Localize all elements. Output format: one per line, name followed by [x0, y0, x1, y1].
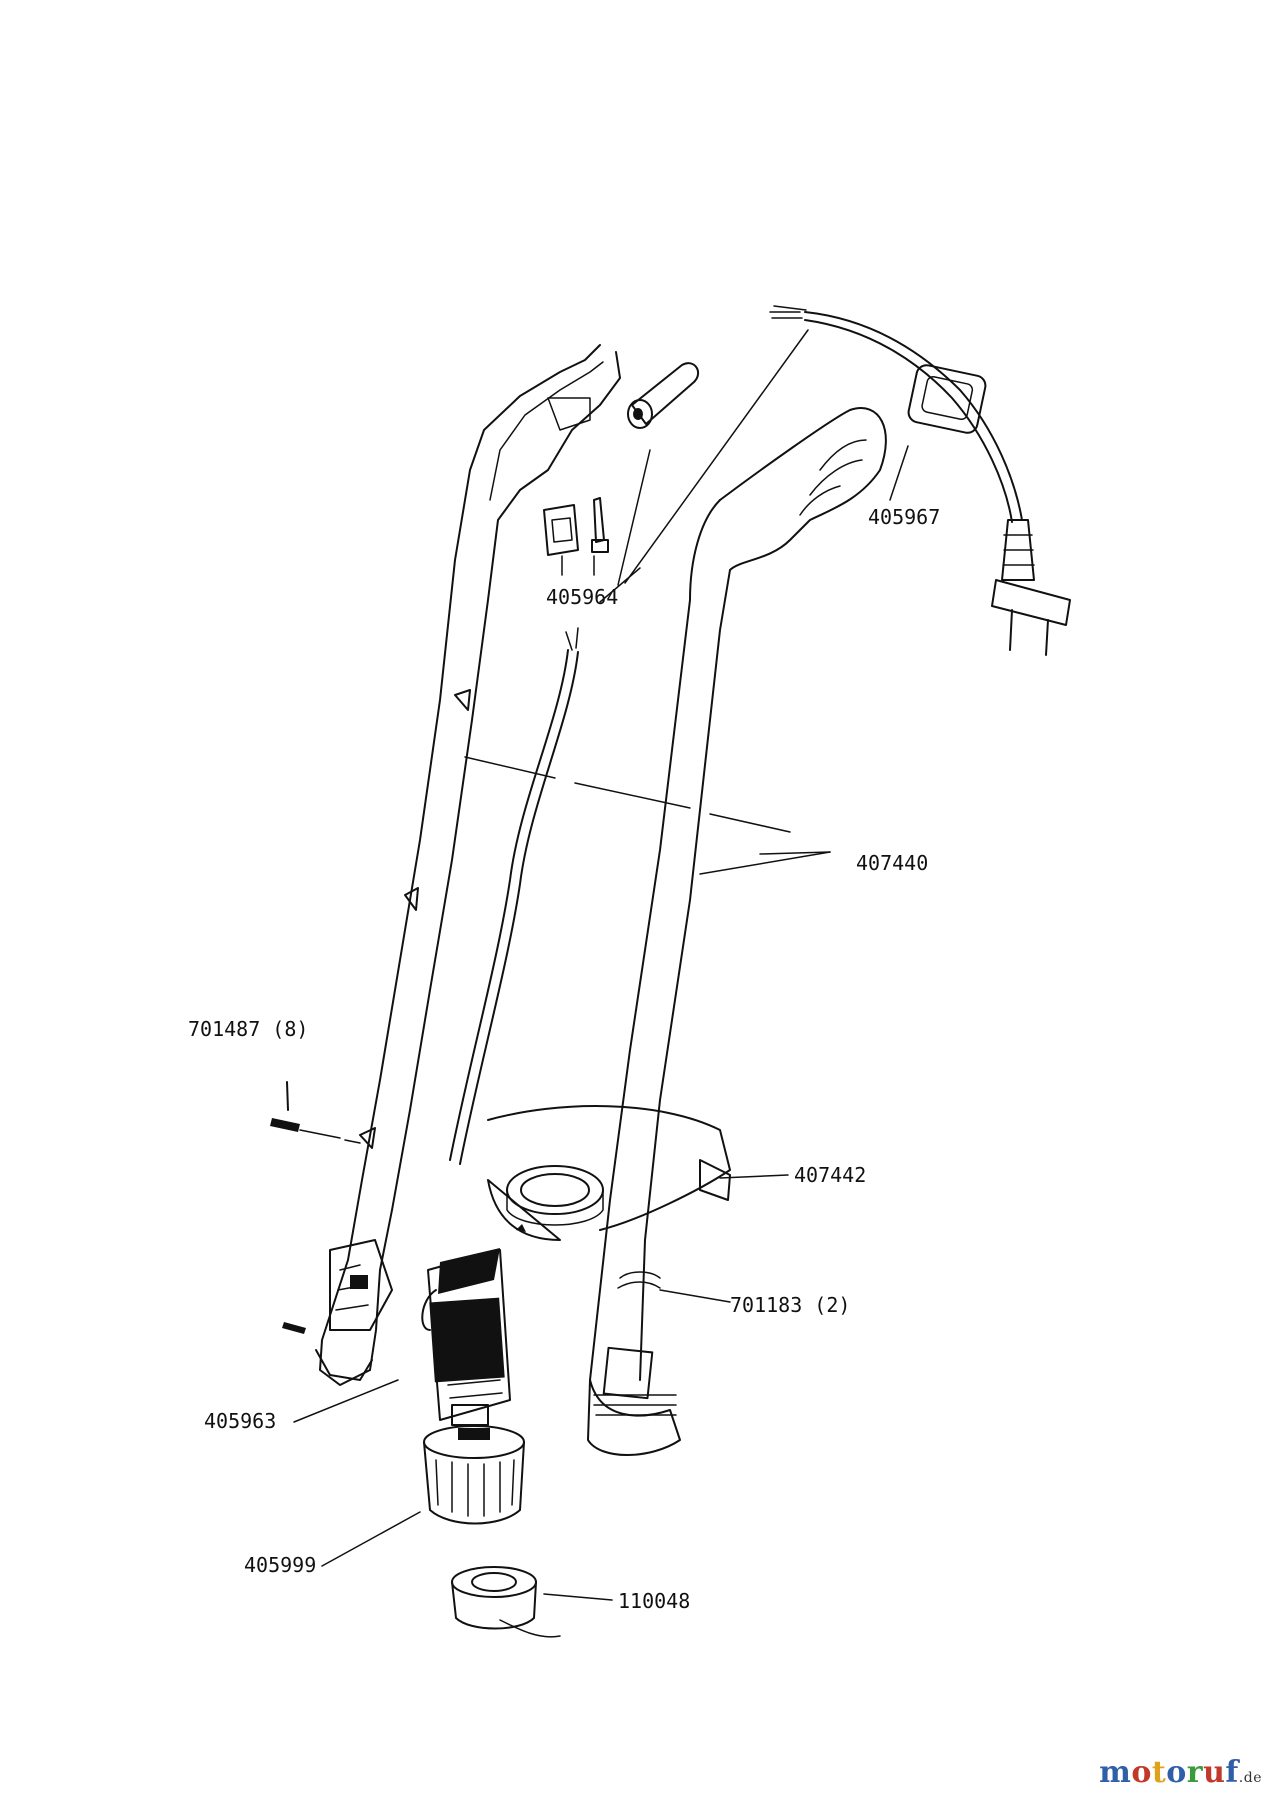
label-405963: 405963: [204, 1409, 276, 1433]
internal-wire-drawing: [449, 627, 579, 1165]
power-cord-drawing: [769, 305, 1071, 656]
label-405999: 405999: [244, 1553, 316, 1577]
logo-letter: m: [1099, 1755, 1132, 1790]
label-701487: 701487 (8): [188, 1017, 308, 1041]
label-405967: 405967: [868, 505, 940, 529]
label-110048: 110048: [618, 1589, 690, 1613]
logo-wordmark: motoruf: [1099, 1755, 1239, 1790]
logo-letter: o: [1131, 1755, 1152, 1790]
logo-letter: t: [1151, 1755, 1167, 1790]
switch-parts-drawing: [543, 497, 609, 576]
guard-drawing: [487, 1105, 731, 1241]
logo-tld: .de: [1238, 1770, 1262, 1786]
logo-letter: f: [1225, 1755, 1239, 1790]
main-shaft-drawing: [587, 407, 887, 1456]
assembly-lines: [299, 567, 791, 1144]
spool-housing-drawing: [423, 1425, 525, 1525]
label-407440: 407440: [856, 851, 928, 875]
motor-drawing: [421, 1248, 511, 1426]
logo-letter: u: [1203, 1755, 1226, 1790]
logo-letter: r: [1186, 1755, 1204, 1790]
label-407442: 407442: [794, 1163, 866, 1187]
motoruf-logo: motoruf.de: [1099, 1755, 1262, 1790]
screws-drawing: [270, 1081, 526, 1334]
label-405964: 405964: [546, 585, 618, 609]
grip-tube-drawing: [627, 362, 700, 429]
label-701183: 701183 (2): [730, 1293, 850, 1317]
spool-drawing: [451, 1566, 561, 1638]
leader-lines: [293, 329, 909, 1601]
left-housing-drawing: [315, 344, 621, 1386]
part-labels: 405967 405964 407440 701487 (8) 407442 7…: [188, 505, 940, 1613]
logo-letter: o: [1166, 1755, 1187, 1790]
